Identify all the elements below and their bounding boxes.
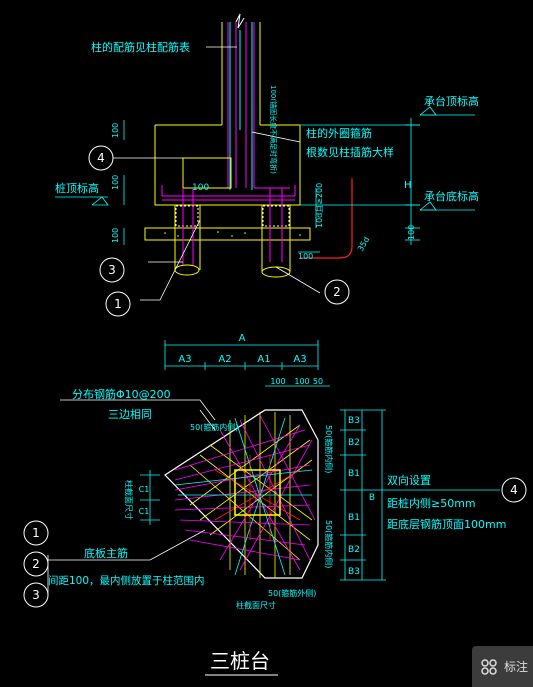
callout-2-plan	[23, 551, 49, 577]
hatch-dots	[164, 231, 301, 237]
level-markers	[55, 106, 475, 211]
cap-bottom-level: 承台底标高	[424, 189, 479, 203]
dim-10d: 10d且≥200	[315, 183, 324, 228]
main-bars-note: 底板主筋	[84, 546, 128, 560]
label-50-right-top: 50(箍筋内侧)	[324, 425, 334, 473]
dim-100-left: 100	[111, 175, 120, 190]
snap-toolbar-button[interactable]: 标注	[472, 646, 533, 687]
dim-50: 50	[313, 377, 323, 386]
rebar-mesh	[174, 412, 316, 578]
outer-stirrup-note-1: 柱的外圈箍筋	[306, 126, 372, 140]
callout-2-elevation	[324, 279, 350, 305]
dim-100-right: 100	[407, 225, 416, 240]
drawing-title: 三桩台	[210, 649, 270, 673]
dim-B: B	[369, 493, 375, 503]
callout-4-plan-label: 4	[510, 483, 518, 497]
dim-35d: 35d	[356, 235, 371, 253]
dim-B3-top: B3	[348, 416, 360, 426]
dim-100b: 100	[294, 377, 309, 386]
dim-B1-top: B1	[348, 469, 360, 479]
dim-H: H	[404, 180, 412, 191]
column-outline	[221, 13, 261, 125]
dim-A2: A2	[218, 354, 231, 365]
column-rebar-note: 柱的配筋见柱配筋表	[91, 40, 190, 54]
cap-bottom-bars	[161, 185, 296, 201]
triangular-cap-outline	[164, 409, 319, 579]
label-50-top: 50(箍筋内侧)	[190, 422, 238, 432]
label-50-bottom: 50(箍筋外侧)	[268, 588, 316, 598]
dim-100-top: 100	[111, 123, 120, 138]
callout-3-plan-label: 3	[32, 588, 40, 602]
piles	[174, 205, 291, 278]
callout-3-label: 3	[108, 263, 116, 277]
anchor-bent-bar	[300, 178, 353, 259]
bottom-bar-note: 距底层钢筋顶面100mm	[387, 517, 506, 531]
dim-B2-top: B2	[348, 438, 360, 448]
callout-4-plan	[501, 477, 527, 503]
callout-2-label: 2	[333, 285, 341, 299]
dim-100-inner: 100	[192, 183, 209, 193]
callout-4-label: 4	[97, 151, 105, 165]
pile-top-level: 桩顶标高	[55, 181, 99, 195]
column-size-bottom: 柱截面尺寸	[236, 600, 276, 610]
dim-C1-bottom: C1	[139, 507, 150, 516]
callout-1-label: 1	[114, 297, 122, 311]
three-sides-note: 三边相同	[108, 408, 152, 421]
two-way-note: 双向设置	[387, 473, 431, 487]
callout-1-plan	[23, 520, 49, 546]
dim-B1-bottom: B1	[348, 513, 360, 523]
dim-C1-top: C1	[139, 485, 150, 494]
dim-A: A	[239, 333, 246, 344]
snap-button-label: 标注	[504, 660, 529, 674]
distribution-bars-note: 分布钢筋Φ10@200	[72, 387, 171, 401]
column-size-left: 柱截面尺寸	[124, 480, 134, 520]
spacing-note: 间距100，最内侧放置于柱范围内	[48, 574, 205, 587]
vertical-anchor-note: 100(锚固长度不满足时弯折)	[269, 85, 278, 174]
dim-A1: A1	[257, 354, 270, 365]
dim-B3-bottom: B3	[348, 567, 360, 577]
callout-1-plan-label: 1	[32, 526, 40, 540]
dim-100-bottom: 100	[111, 228, 120, 243]
column-rebars	[183, 22, 290, 189]
callout-3-plan	[23, 582, 49, 608]
outer-stirrup-note-2: 根数见柱插筋大样	[306, 145, 394, 159]
callout-1-elevation	[105, 291, 131, 317]
callout-2-plan-label: 2	[32, 557, 40, 571]
dim-A3-left: A3	[178, 354, 191, 365]
callout-4-elevation	[88, 145, 114, 171]
dim-100-pile: 100	[298, 252, 313, 261]
dim-B2-bottom: B2	[348, 545, 360, 555]
callout-3-elevation	[99, 257, 125, 283]
cap-top-level: 承台顶标高	[424, 94, 479, 108]
label-50-right-bottom: 50(箍筋内侧)	[324, 520, 334, 568]
grid-icon	[481, 658, 497, 675]
pile-cap-outline	[144, 124, 311, 241]
dim-100a: 100	[270, 377, 285, 386]
elevation-view: 4 3 1 2 柱的配筋见柱配筋表 柱的外圈箍筋 根数见柱插筋大样 承台顶标高 …	[0, 13, 479, 317]
plan-view: A A3 A2 A1 A3 100 100 50	[23, 333, 527, 610]
pile-inner-note: 距桩内侧≥50mm	[387, 496, 476, 510]
dim-A3-right: A3	[293, 354, 306, 365]
